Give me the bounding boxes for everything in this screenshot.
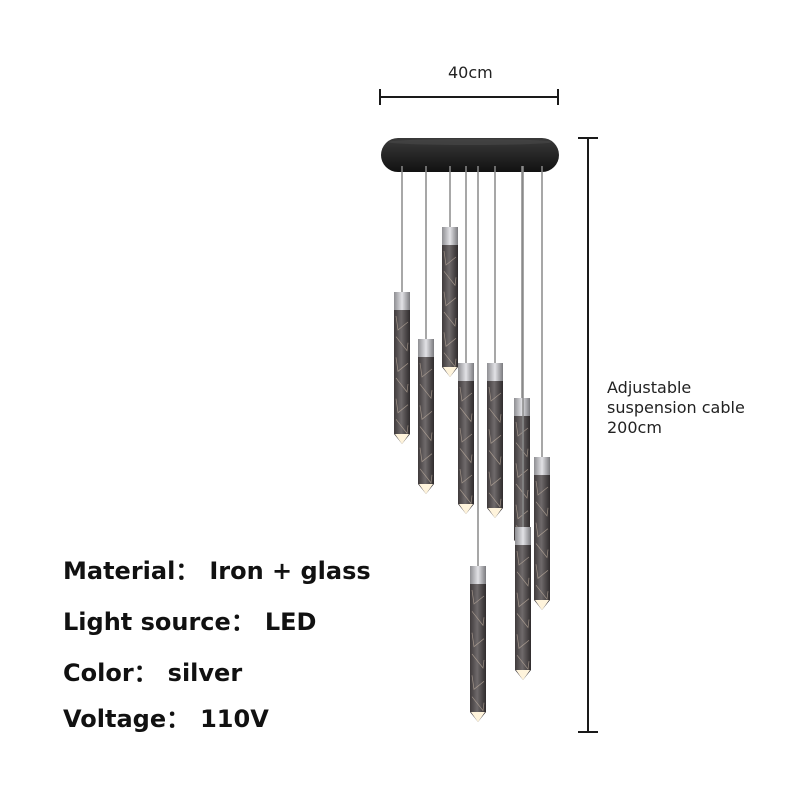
led-glow <box>395 434 409 444</box>
spec-value: LED <box>264 608 317 636</box>
pendant-cap <box>458 363 474 381</box>
pendant-cap <box>534 457 550 475</box>
pendant-cap <box>487 363 503 381</box>
led-glow <box>516 670 530 680</box>
spec-light-source: Light source： LED <box>63 607 316 637</box>
led-glow <box>488 508 502 518</box>
spec-value: silver <box>167 659 243 687</box>
height-dimension-line <box>578 137 598 733</box>
led-glow <box>535 600 549 610</box>
glass-facet <box>516 550 530 671</box>
glass-facet <box>395 315 409 435</box>
led-glow <box>443 367 457 377</box>
pendant-glass <box>394 310 410 444</box>
led-glow <box>419 484 433 494</box>
pendant-glass <box>470 584 486 722</box>
glass-facet <box>419 362 433 484</box>
pendant-glass <box>487 381 503 518</box>
spec-label: Color <box>63 659 134 687</box>
spec-value: 110V <box>200 705 269 733</box>
pendant-light <box>534 166 550 610</box>
led-glow <box>471 712 485 722</box>
spec-label: Material <box>63 557 176 585</box>
pendant-glass <box>442 245 458 377</box>
cable-label-line: 200cm <box>607 418 662 437</box>
pendant-cap <box>442 227 458 245</box>
pendant-lights <box>394 166 550 722</box>
glass-facet <box>459 386 473 505</box>
pendant-glass <box>534 475 550 610</box>
spec-separator: ： <box>133 659 158 687</box>
spec-separator: ： <box>166 705 191 733</box>
pendant-cap <box>418 339 434 357</box>
pendant-glass <box>418 357 434 494</box>
ceiling-canopy <box>381 138 559 172</box>
cable-length-label: Adjustable suspension cable 200cm <box>607 378 797 438</box>
pendant-light <box>515 166 531 680</box>
pendant-light <box>487 166 503 518</box>
spec-separator: ： <box>175 557 200 585</box>
pendant-cap <box>470 566 486 584</box>
width-dimension-label: 40cm <box>448 63 493 82</box>
pendant-light <box>514 166 530 550</box>
spec-value: Iron + glass <box>209 557 371 585</box>
pendant-light <box>458 166 474 514</box>
glass-facet <box>488 386 502 508</box>
pendant-cap <box>514 398 530 416</box>
spec-label: Light source <box>63 608 231 636</box>
spec-material: Material： Iron + glass <box>63 556 371 586</box>
glass-facet <box>443 250 457 368</box>
cable-label-line: Adjustable <box>607 378 692 397</box>
led-glow <box>459 504 473 514</box>
glass-facet <box>471 589 485 712</box>
cable-label-line: suspension cable <box>607 398 745 417</box>
spec-color: Color： silver <box>63 658 242 688</box>
glass-facet <box>515 421 529 541</box>
spec-voltage: Voltage： 110V <box>63 704 269 734</box>
spec-label: Voltage <box>63 705 167 733</box>
pendant-glass <box>515 545 531 680</box>
pendant-light <box>418 166 434 494</box>
width-dimension-line <box>379 89 559 105</box>
spec-separator: ： <box>230 608 255 636</box>
pendant-glass <box>458 381 474 514</box>
glass-facet <box>535 480 549 601</box>
pendant-light <box>442 166 458 377</box>
pendant-cap <box>394 292 410 310</box>
pendant-light <box>394 166 410 444</box>
pendant-cap <box>515 527 531 545</box>
pendant-light <box>470 166 486 722</box>
